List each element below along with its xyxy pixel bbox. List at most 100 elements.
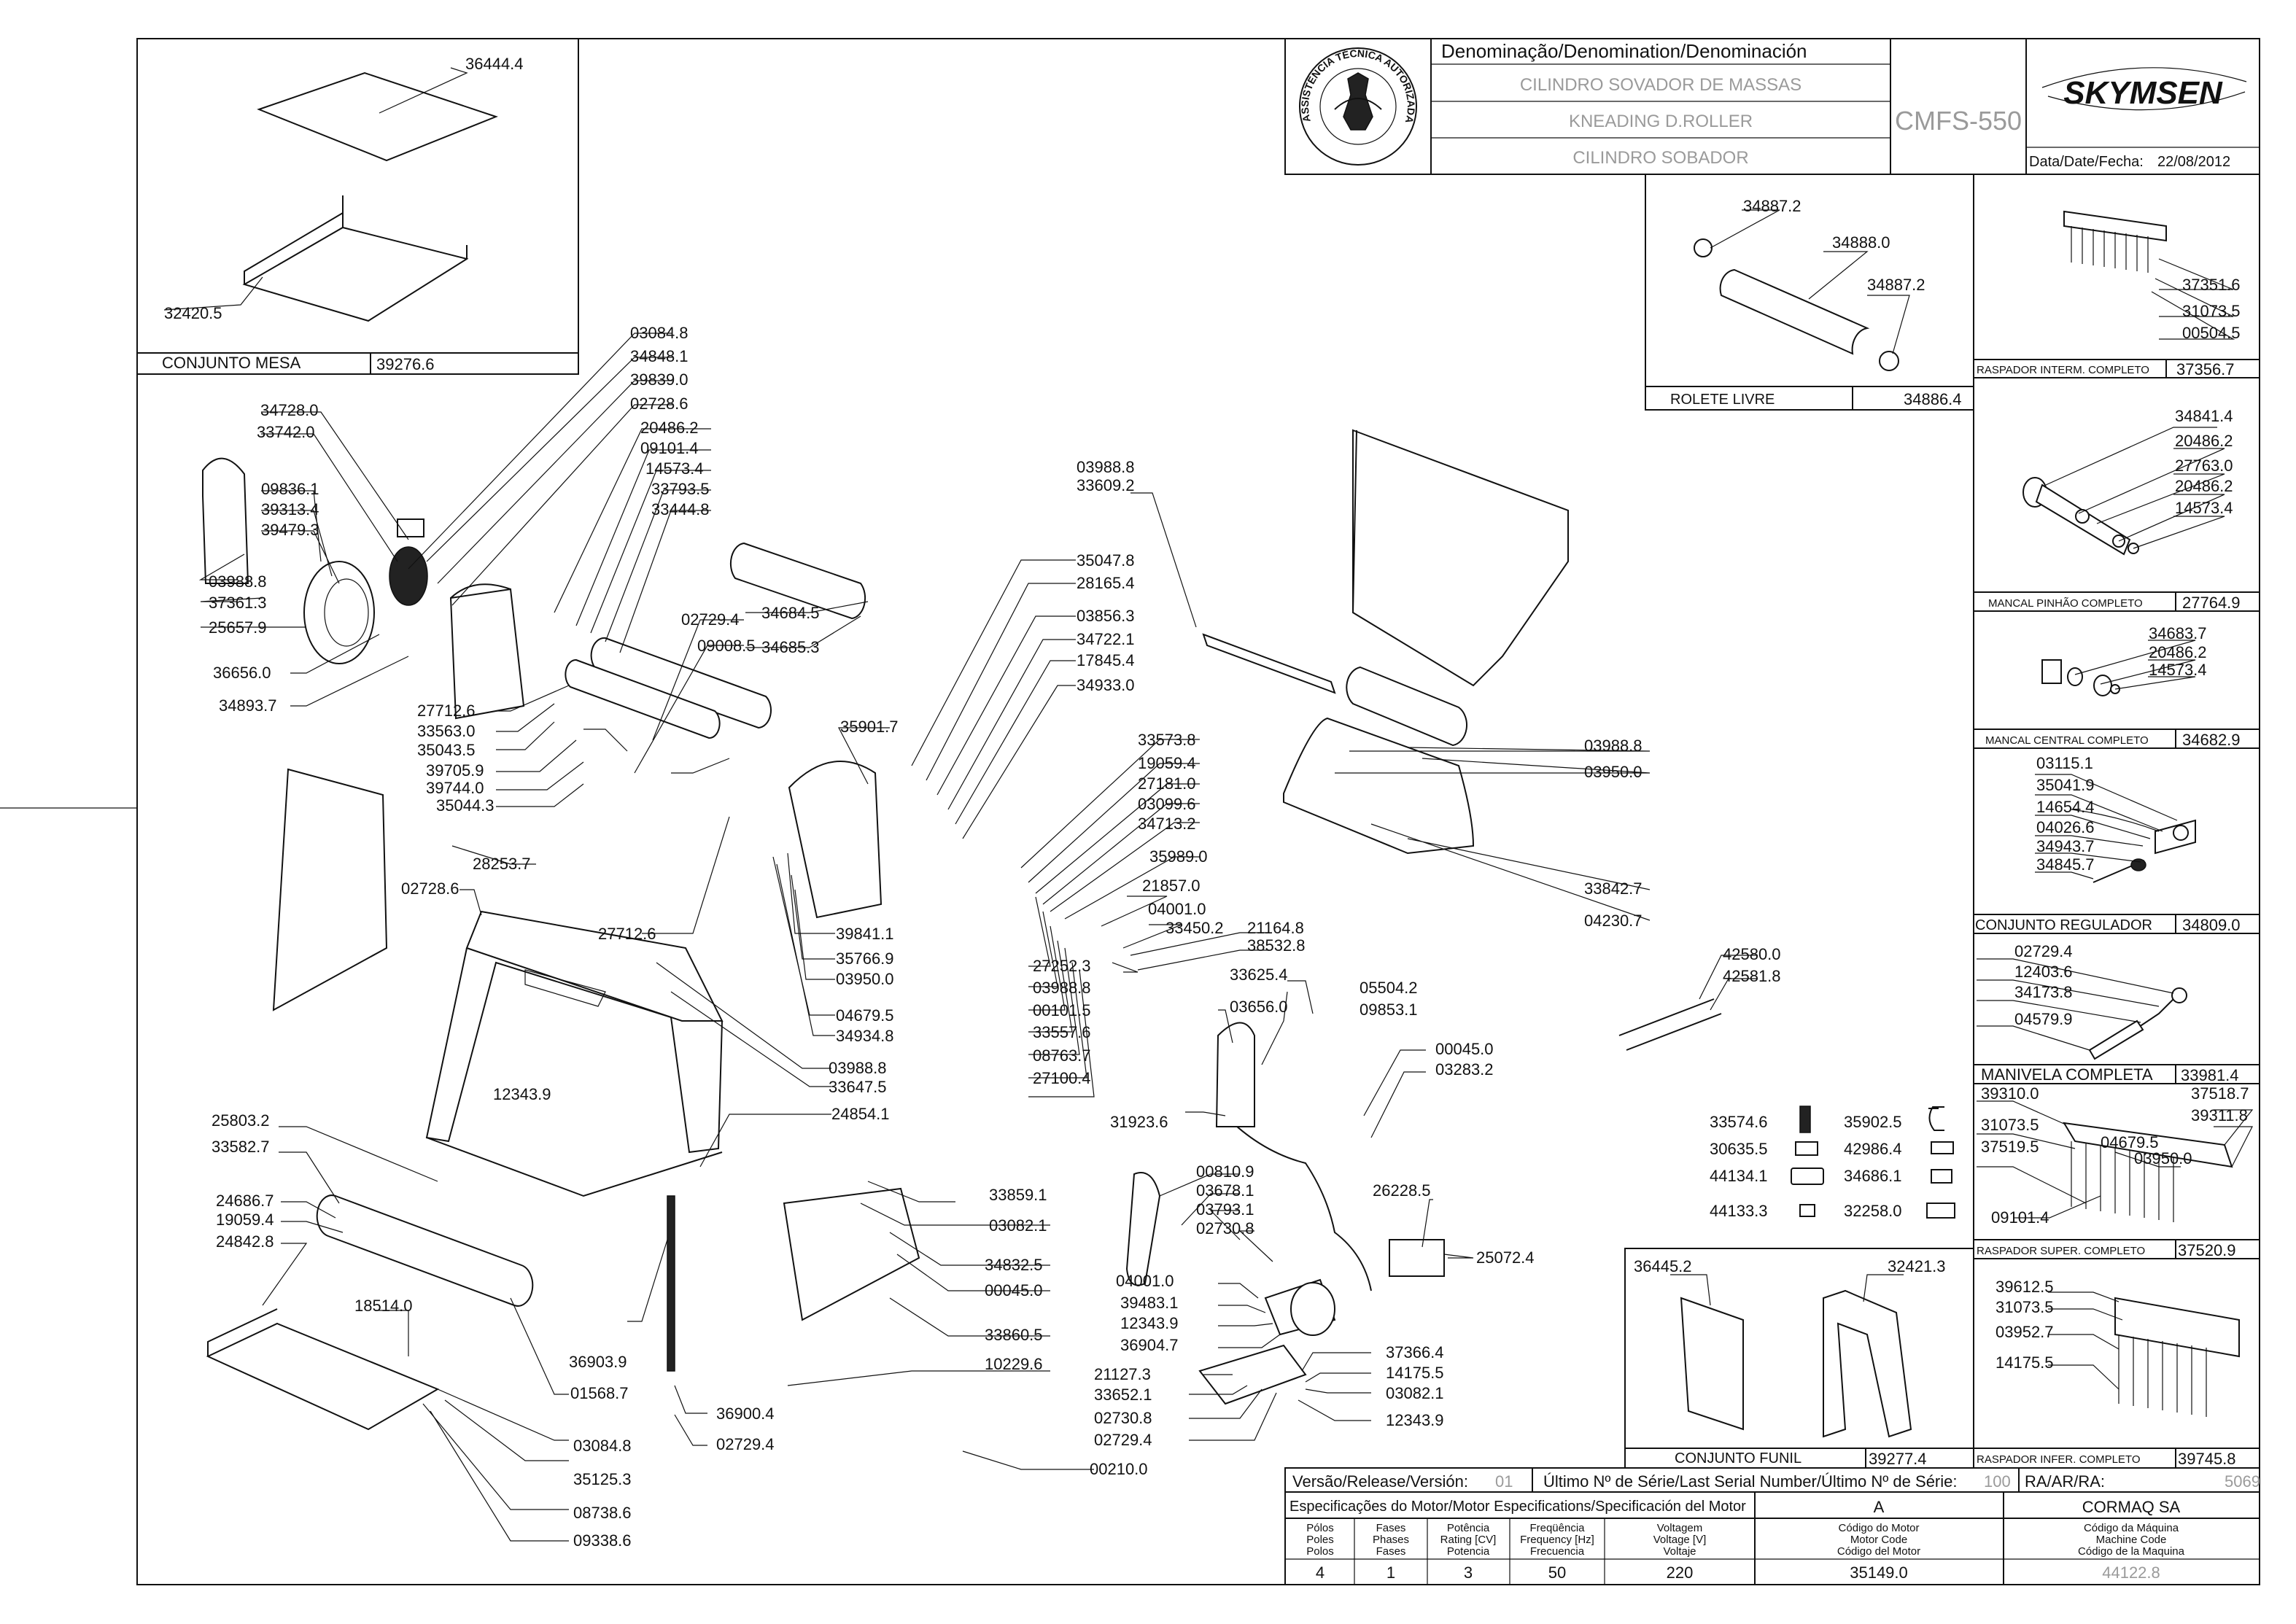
part-label: 03988.8 bbox=[1584, 737, 1643, 755]
motor-spec-columns: Pólos Poles Polos 4 Fases Phases Fases 1… bbox=[1306, 1522, 2184, 1582]
lower-rollers bbox=[565, 637, 772, 739]
part-label: 39483.1 bbox=[1120, 1294, 1179, 1312]
part-label: 05504.2 bbox=[1360, 979, 1418, 997]
right-side-frame bbox=[788, 761, 883, 919]
part-label: 33450.2 bbox=[1166, 919, 1224, 937]
part-label: 02728.6 bbox=[630, 395, 689, 413]
spec-rating-h3: Potencia bbox=[1447, 1545, 1490, 1558]
version-value: 01 bbox=[1495, 1472, 1513, 1491]
part-label: 34685.3 bbox=[761, 638, 820, 656]
part-label: 03856.3 bbox=[1077, 607, 1135, 625]
part-label: 34934.8 bbox=[836, 1027, 894, 1045]
decal-rect bbox=[1926, 1203, 1955, 1219]
brand-logo: SKYMSEN bbox=[2041, 67, 2247, 111]
part-label: 14573.4 bbox=[2175, 499, 2233, 517]
part-label: 03656.0 bbox=[1230, 998, 1288, 1016]
part-label: 33573.8 bbox=[1138, 731, 1196, 749]
part-label: 02730.8 bbox=[1196, 1219, 1254, 1238]
part-label: 04230.7 bbox=[1584, 912, 1643, 930]
spec-phases-value: 1 bbox=[1386, 1563, 1395, 1582]
assembly-name-raspador-super: RASPADOR SUPER. COMPLETO bbox=[1977, 1245, 2145, 1257]
part-label: 26228.5 bbox=[1373, 1181, 1431, 1200]
part-label: 03099.6 bbox=[1138, 795, 1196, 813]
assembly-name-regulador: CONJUNTO REGULADOR bbox=[1975, 917, 2152, 933]
part-label: 34684.5 bbox=[761, 604, 820, 622]
curved-tray bbox=[1283, 717, 1475, 855]
part-label: 03950.0 bbox=[1584, 763, 1643, 781]
spec-phases-h1: Fases bbox=[1376, 1522, 1406, 1534]
part-label: 18514.0 bbox=[354, 1297, 413, 1315]
part-label: 12343.9 bbox=[1386, 1411, 1444, 1429]
part-label: 34832.5 bbox=[985, 1256, 1043, 1274]
dough-roller bbox=[1346, 666, 1467, 747]
date-value: 22/08/2012 bbox=[2157, 154, 2230, 170]
part-label: 39311.8 bbox=[2191, 1106, 2248, 1124]
part-label: 01568.7 bbox=[570, 1384, 629, 1402]
part-label: 31073.5 bbox=[2182, 302, 2241, 320]
serial-label: Último Nº de Série/Last Serial Number/Úl… bbox=[1543, 1472, 1958, 1491]
assembly-code-mesa: 39276.6 bbox=[376, 355, 435, 373]
part-label: 14175.5 bbox=[1386, 1364, 1444, 1382]
part-label: 03950.0 bbox=[836, 970, 894, 988]
part-label: 34893.7 bbox=[219, 696, 277, 715]
part-label: 03283.2 bbox=[1435, 1060, 1494, 1079]
adjuster-assembly bbox=[2071, 809, 2196, 883]
part-label: 39310.0 bbox=[1981, 1084, 2039, 1103]
spec-machine-code-h1: Código da Máquina bbox=[2084, 1522, 2179, 1534]
assembly-code-raspador-interm: 37356.7 bbox=[2176, 360, 2235, 378]
part-label: 12343.9 bbox=[1120, 1314, 1179, 1332]
part-label: 33625.4 bbox=[1230, 966, 1288, 984]
part-label: 02728.6 bbox=[401, 879, 459, 898]
part-label: 27252.3 bbox=[1033, 957, 1091, 975]
part-label: 34686.1 bbox=[1844, 1167, 1902, 1185]
part-label: 39705.9 bbox=[426, 761, 484, 780]
decal-strip bbox=[1799, 1106, 1811, 1133]
assembly-name-mancal-central: MANCAL CENTRAL COMPLETO bbox=[1985, 734, 2149, 747]
part-label: 03988.8 bbox=[209, 572, 267, 591]
part-label: 03793.1 bbox=[1196, 1200, 1254, 1219]
motor-plate bbox=[1198, 1344, 1307, 1405]
decal-rect bbox=[1931, 1169, 1952, 1184]
decal-rect bbox=[1931, 1141, 1954, 1154]
assembly-code-raspador-super: 37520.9 bbox=[2178, 1241, 2236, 1259]
part-label: 34933.0 bbox=[1077, 676, 1135, 694]
part-label: 36904.7 bbox=[1120, 1336, 1179, 1354]
spec-machine-code-h3: Código de la Maquina bbox=[2078, 1545, 2185, 1558]
part-label: 32421.3 bbox=[1888, 1257, 1946, 1275]
part-label: 36900.4 bbox=[716, 1405, 775, 1423]
part-label: 33609.2 bbox=[1077, 476, 1135, 494]
spec-frequency-h1: Freqüência bbox=[1529, 1522, 1585, 1534]
part-label: 04001.0 bbox=[1148, 900, 1206, 918]
motor-letter: A bbox=[1874, 1498, 1885, 1516]
motor-spec-label: Especificações do Motor/Motor Especifica… bbox=[1289, 1499, 1746, 1515]
scraper-blade bbox=[1202, 633, 1336, 694]
part-label: 28165.4 bbox=[1077, 574, 1135, 592]
lower-guard bbox=[783, 1187, 920, 1321]
leader-lines bbox=[163, 67, 2254, 1542]
part-label: 27712.6 bbox=[598, 925, 656, 943]
part-label: 33574.6 bbox=[1710, 1113, 1768, 1131]
spec-rating-h2: Rating [CV] bbox=[1440, 1534, 1497, 1546]
part-label: 14573.4 bbox=[2149, 661, 2207, 679]
name-portuguese: CILINDRO SOVADOR DE MASSAS bbox=[1520, 75, 1801, 95]
model-code: CMFS-550 bbox=[1895, 106, 2022, 136]
part-label: 00504.5 bbox=[2182, 324, 2241, 342]
part-label: 34173.8 bbox=[2014, 983, 2073, 1001]
part-label: 28253.7 bbox=[473, 855, 531, 873]
part-label: 35047.8 bbox=[1077, 551, 1135, 570]
part-label: 35125.3 bbox=[573, 1470, 632, 1488]
side-rods bbox=[1618, 998, 1722, 1051]
assembly-name-manivela: MANIVELA COMPLETA bbox=[1981, 1065, 2153, 1084]
part-label: 33742.0 bbox=[257, 423, 315, 441]
denomination-header: Denominação/Denomination/Denominación bbox=[1441, 40, 1807, 62]
spec-frequency-h3: Frecuencia bbox=[1530, 1545, 1585, 1558]
part-label: 09008.5 bbox=[697, 637, 756, 655]
spec-poles-h2: Poles bbox=[1306, 1534, 1334, 1546]
part-label: 25657.9 bbox=[209, 618, 267, 637]
part-label: 04026.6 bbox=[2036, 818, 2095, 836]
part-label: 19059.4 bbox=[1138, 754, 1196, 772]
part-label: 44133.3 bbox=[1710, 1202, 1768, 1220]
part-label: 02729.4 bbox=[1094, 1431, 1152, 1449]
left-side-guard bbox=[202, 457, 249, 584]
